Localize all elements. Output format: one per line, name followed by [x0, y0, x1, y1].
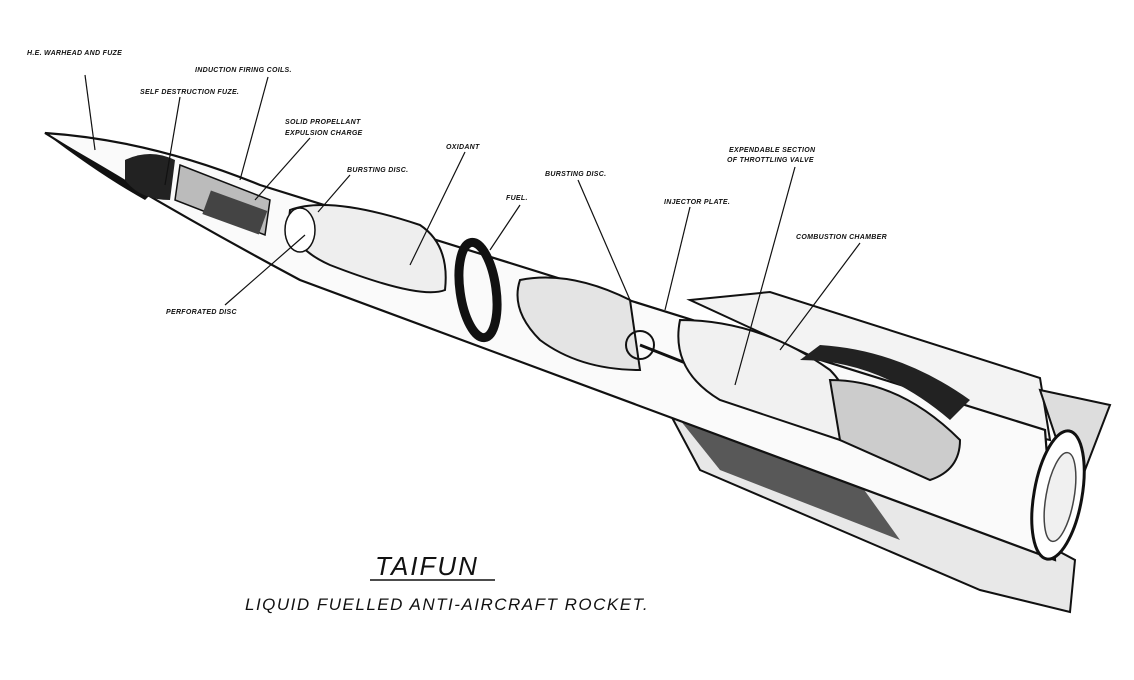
label-injector-plate: INJECTOR PLATE.	[664, 199, 730, 206]
label-expulsion-charge: EXPULSION CHARGE	[285, 130, 363, 137]
fuel-ring	[454, 237, 502, 343]
diagram-title: TAIFUN	[375, 551, 479, 581]
label-self-destruction: SELF DESTRUCTION FUZE.	[140, 89, 239, 96]
label-combustion-chamber: COMBUSTION CHAMBER	[796, 234, 887, 241]
label-solid-propellant: SOLID PROPELLANT	[285, 119, 361, 126]
label-oxidant: OXIDANT	[446, 144, 480, 151]
fuel-tank	[516, 276, 642, 372]
label-bursting-disc-2: BURSTING DISC.	[545, 171, 606, 178]
label-bursting-disc-1: BURSTING DISC.	[347, 167, 408, 174]
label-perforated-disc: PERFORATED DISC	[166, 309, 238, 316]
oxidant-tank	[288, 204, 447, 294]
label-expendable-section: EXPENDABLE SECTION	[729, 147, 816, 154]
diagram-subtitle: LIQUID FUELLED ANTI-AIRCRAFT ROCKET.	[245, 595, 649, 614]
label-induction-coils: INDUCTION FIRING COILS.	[195, 67, 292, 74]
label-fuel: FUEL.	[506, 195, 528, 202]
label-warhead: H.E. WARHEAD AND FUZE	[27, 50, 122, 57]
label-throttling-valve: OF THROTTLING VALVE	[727, 157, 814, 164]
